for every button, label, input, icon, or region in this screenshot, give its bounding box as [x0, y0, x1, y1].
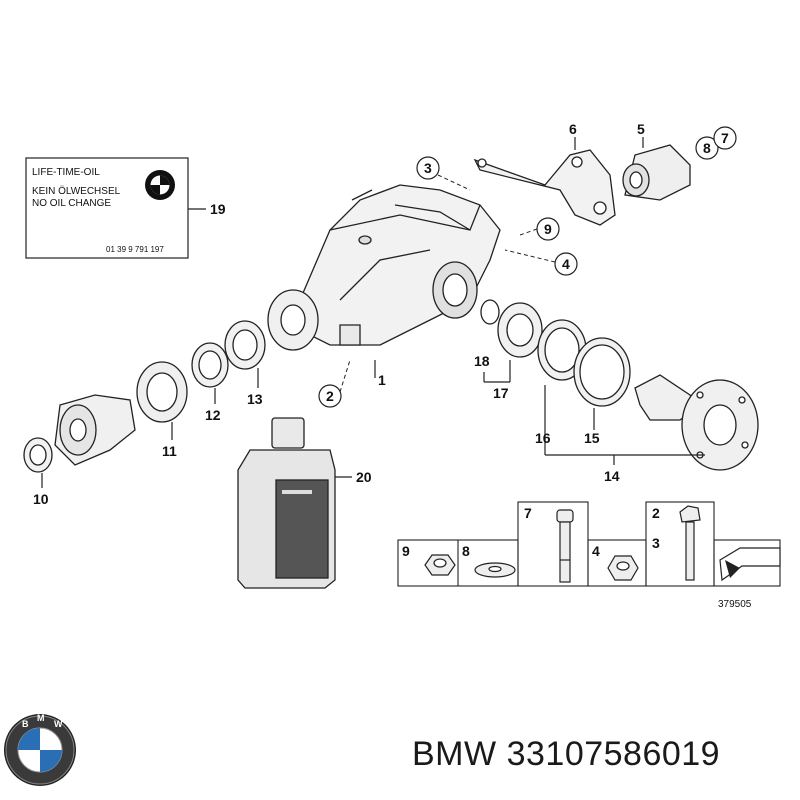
callout-2: 2 — [326, 388, 334, 404]
differential-housing — [299, 184, 501, 346]
callout-16: 16 — [535, 430, 551, 446]
mounting-bracket — [473, 149, 616, 226]
callout-8: 8 — [703, 140, 711, 156]
drive-flange-right — [634, 374, 759, 471]
o-ring-18 — [480, 299, 500, 325]
sticker-line-3: NO OIL CHANGE — [32, 198, 111, 209]
callout-5: 5 — [637, 121, 645, 137]
hw-cell-9: 9 — [402, 543, 410, 559]
brand-name: BMW — [412, 735, 497, 773]
callout-4-marker: 4 — [504, 249, 578, 276]
ring-10 — [23, 437, 53, 473]
bolt-7 — [556, 509, 574, 583]
callout-8-marker: 8 — [695, 136, 719, 160]
rubber-mount — [622, 144, 691, 201]
hw-cell-2: 2 — [652, 505, 660, 521]
washer-8 — [474, 562, 516, 578]
callout-7: 7 — [721, 130, 729, 146]
output-flange-left — [267, 289, 319, 351]
callout-14: 14 — [604, 468, 620, 484]
callout-2-marker: 2 — [318, 359, 351, 408]
sticker-line-2: KEIN ÖLWECHSEL — [32, 185, 121, 197]
seal-11 — [136, 361, 188, 423]
callout-3-marker: 3 — [416, 156, 471, 191]
sticker-code: 01 39 9 791 197 — [106, 245, 164, 254]
hw-cell-7: 7 — [524, 505, 532, 521]
nut-9 — [424, 554, 456, 576]
svg-text:M: M — [37, 713, 45, 723]
callout-1: 1 — [378, 372, 386, 388]
callout-11: 11 — [162, 443, 177, 459]
callout-7-marker: 7 — [713, 126, 737, 150]
callout-9-marker: 9 — [519, 217, 560, 241]
hw-cell-8: 8 — [462, 543, 470, 559]
callout-12: 12 — [205, 407, 221, 423]
callout-10: 10 — [33, 491, 49, 507]
callout-4: 4 — [562, 256, 570, 272]
hw-cell-4: 4 — [592, 543, 600, 559]
svg-text:W: W — [54, 719, 63, 729]
callout-19: 19 — [210, 201, 226, 217]
ring-12 — [191, 342, 229, 388]
callout-20: 20 — [356, 469, 372, 485]
oil-sticker: LIFE-TIME-OIL KEIN ÖLWECHSEL NO OIL CHAN… — [25, 157, 189, 259]
shim-15 — [573, 337, 631, 407]
part-number: 33107586019 — [506, 735, 721, 773]
callout-13: 13 — [247, 391, 263, 407]
shaft-seal-13 — [224, 320, 266, 370]
bolt-2-3 — [679, 505, 701, 581]
callout-15: 15 — [584, 430, 600, 446]
callout-3: 3 — [424, 160, 432, 176]
sticker-bmw-logo — [145, 170, 175, 200]
hw-cell-3: 3 — [652, 535, 660, 551]
nut-4 — [607, 555, 639, 581]
callout-17: 17 — [493, 385, 509, 401]
bmw-logo: B M W — [4, 713, 76, 786]
diagram-number: 379505 — [718, 599, 752, 610]
oil-bottle — [237, 417, 336, 589]
callout-6: 6 — [569, 121, 577, 137]
sticker-line-1: LIFE-TIME-OIL — [32, 167, 100, 178]
drive-flange-left — [54, 394, 136, 466]
callout-18: 18 — [474, 353, 490, 369]
forward-arrow-icon — [719, 547, 781, 582]
svg-text:B: B — [22, 719, 29, 729]
seal-17 — [497, 302, 543, 358]
callout-9: 9 — [544, 221, 552, 237]
